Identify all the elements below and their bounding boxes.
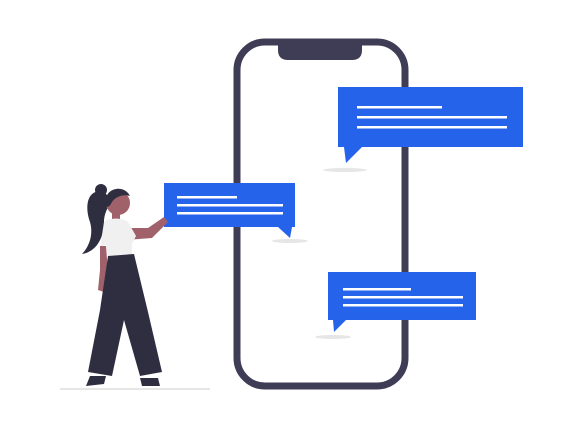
hair-top — [106, 188, 130, 207]
chat-bubble-icon — [164, 183, 295, 238]
woman-standing-illustration — [82, 184, 168, 386]
bubble-line — [343, 304, 463, 307]
neck — [112, 212, 120, 220]
hair-tie — [95, 184, 107, 196]
bubble-tail — [278, 227, 292, 238]
chat-bubble-icon — [328, 272, 476, 332]
left-shoe — [86, 376, 106, 386]
bubble-tail — [344, 147, 362, 163]
bubble-line — [343, 288, 411, 291]
bubble-shadow-left — [272, 239, 308, 243]
bubble-shadow-bottom — [315, 335, 351, 339]
bubble-line — [343, 296, 463, 299]
bubble-line — [357, 126, 507, 129]
right-shoe — [140, 378, 160, 386]
phone-notch — [278, 42, 362, 60]
pants — [88, 254, 162, 376]
bubble-line — [177, 196, 237, 199]
bubble-line — [357, 116, 507, 119]
shirt — [100, 218, 136, 258]
bubble-line — [177, 204, 283, 207]
bubble-tail — [333, 320, 346, 332]
chat-bubble-icon — [338, 87, 523, 163]
bubble-line — [177, 212, 283, 215]
bubble-line — [357, 106, 442, 109]
bubble-shadow-top — [323, 168, 367, 172]
hair-ponytail — [82, 191, 112, 254]
